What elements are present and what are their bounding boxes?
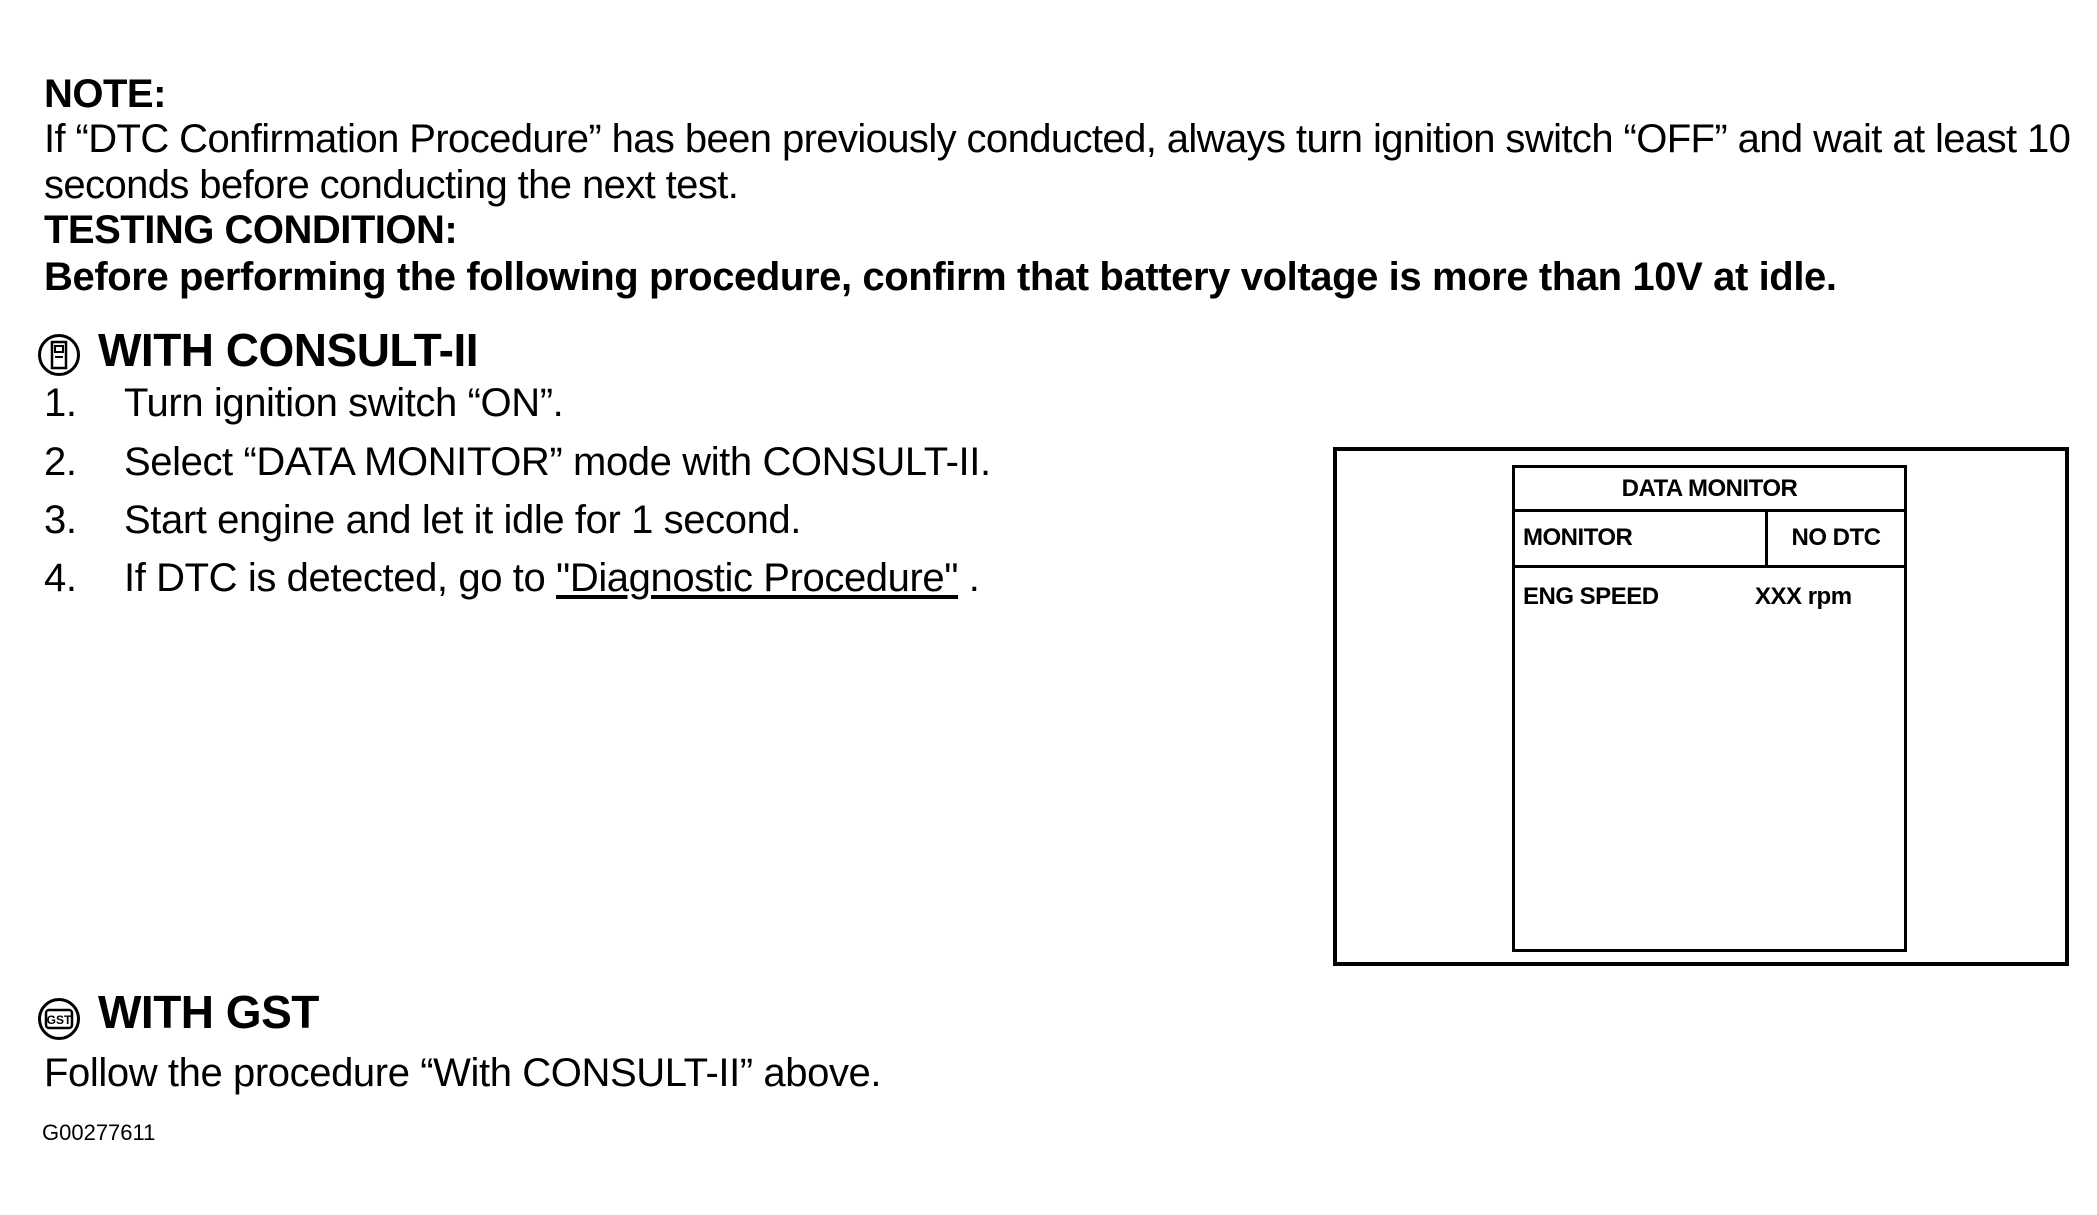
data-monitor-title: DATA MONITOR: [1515, 468, 1904, 512]
consult-tool-icon: [38, 334, 80, 376]
data-monitor-figure-frame: [1333, 447, 2069, 966]
note-body: If “DTC Confirmation Procedure” has been…: [44, 117, 2071, 207]
step-number: 1.: [44, 381, 77, 425]
step-number: 2.: [44, 440, 77, 484]
figure-id: G00277611: [42, 1120, 156, 1145]
svg-text:GST: GST: [47, 1013, 72, 1027]
with-gst-heading: WITH GST: [98, 986, 319, 1038]
step-text: Select “DATA MONITOR” mode with CONSULT-…: [124, 440, 991, 484]
gst-tool-icon: GST: [38, 998, 80, 1040]
step-number: 3.: [44, 498, 77, 542]
step-item: 3. Start engine and let it idle for 1 sec…: [44, 497, 801, 543]
step-text: If DTC is detected, go to: [124, 556, 557, 600]
with-consult-heading: WITH CONSULT-II: [98, 324, 479, 376]
with-gst-body: Follow the procedure “With CONSULT-II” a…: [44, 1051, 882, 1095]
step-item: 4. If DTC is detected, go to "Diagnostic …: [44, 555, 980, 601]
testing-condition-body: Before performing the following procedur…: [44, 255, 1837, 299]
diagnostic-procedure-link[interactable]: "Diagnostic Procedure": [556, 556, 959, 600]
status-column-header: NO DTC: [1768, 512, 1904, 568]
step-item: 1. Turn ignition switch “ON”.: [44, 380, 564, 426]
monitor-item-value: XXX rpm: [1755, 583, 1852, 610]
note-title: NOTE:: [44, 72, 166, 116]
step-text: Turn ignition switch “ON”.: [124, 381, 564, 425]
monitor-item-name: ENG SPEED: [1523, 583, 1659, 610]
step-text-suffix: .: [958, 556, 980, 600]
step-item: 2. Select “DATA MONITOR” mode with CONSUL…: [44, 439, 991, 485]
monitor-column-header: MONITOR: [1515, 512, 1768, 568]
testing-condition-title: TESTING CONDITION:: [44, 208, 458, 252]
step-text: Start engine and let it idle for 1 secon…: [124, 498, 801, 542]
data-monitor-screen: DATA MONITOR MONITOR NO DTC ENG SPEED XX…: [1512, 465, 1907, 952]
step-number: 4.: [44, 556, 77, 600]
